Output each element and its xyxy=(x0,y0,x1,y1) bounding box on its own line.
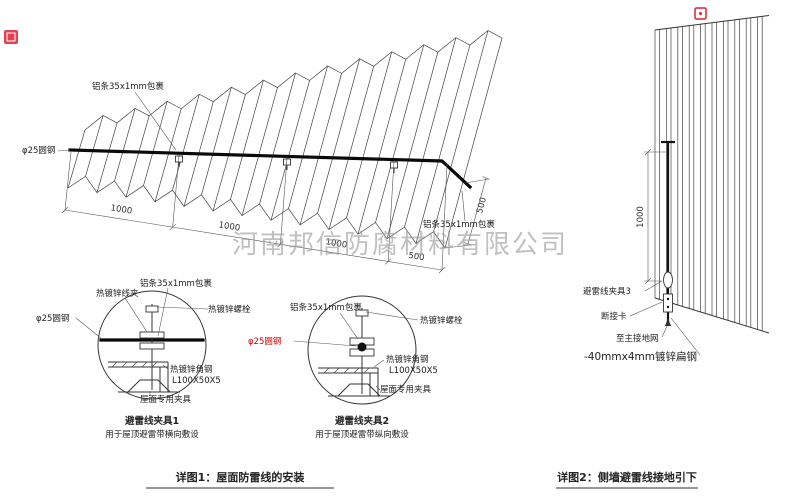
d2-subtitle: 用于屋顶避雷带纵向敷设 xyxy=(315,429,409,440)
d2-fixture-label: 屋面专用夹具 xyxy=(380,384,432,395)
dim-label-1000-c: 1000 xyxy=(325,237,348,250)
d1-angle-steel-label: 热镀锌角钢 xyxy=(170,364,213,375)
d2-round-steel-label: φ25圆钢 xyxy=(248,336,281,347)
d1-subtitle: 用于屋顶避雷带横向敷设 xyxy=(105,429,199,440)
roof-view: 1000 1000 1000 500 500 铝条35x1mm包裹 φ25圆钢 … xyxy=(22,30,503,274)
seal-stamp-icon xyxy=(694,7,707,20)
corrugated-wall xyxy=(654,15,770,334)
d2-angle-steel-label: 热镀锌角钢 xyxy=(386,354,429,365)
caption-detail1: 详图1：屋面防雷线的安装 xyxy=(146,470,334,489)
wall-view: 1000 避雷线夹具3 断接卡 至主接地网 -40mmx4mm镀锌扁钢 xyxy=(583,15,770,363)
lightning-wire xyxy=(68,148,473,190)
detail-circle-2: 铝条35x1mm包裹 热镀锌螺栓 φ25圆钢 热镀锌角钢 L100X50X5 屋… xyxy=(248,295,463,440)
d1-bolt-label: 热镀锌螺栓 xyxy=(208,304,251,315)
roof-alu-strip-label-bottom: 铝条35x1mm包裹 xyxy=(423,219,495,230)
roof-fixture-profile xyxy=(118,379,180,393)
d1-alu-strip-label: 铝条35x1mm包裹 xyxy=(140,278,212,289)
detail-circle-1: 热镀锌线夹 铝条35x1mm包裹 热镀锌螺栓 φ25圆钢 热镀锌角钢 L100X… xyxy=(36,278,251,440)
wire-cross-section xyxy=(357,342,367,352)
seal-stamp-icon xyxy=(4,30,18,44)
wall-flat-steel-label: -40mmx4mm镀锌扁钢 xyxy=(584,350,697,363)
wall-dim-label: 1000 xyxy=(636,206,646,228)
d1-title: 避雷线夹具1 xyxy=(125,415,179,427)
d2-title: 避雷线夹具2 xyxy=(335,415,389,427)
roof-round-steel-label: φ25圆钢 xyxy=(22,145,55,156)
wall-clamp3-label: 避雷线夹具3 xyxy=(583,286,631,297)
company-watermark: 河南邦信防腐材料有限公司 xyxy=(232,230,568,260)
dim-label-500-a: 500 xyxy=(408,251,426,263)
caption-detail2-text: 详图2：侧墙避雷线接地引下 xyxy=(557,470,697,484)
d2-alu-strip-label: 铝条35x1mm包裹 xyxy=(290,302,362,313)
clip-bottom-plate xyxy=(139,342,165,350)
wall-dimension: 1000 xyxy=(636,148,666,285)
disconnect-link xyxy=(663,293,673,313)
dim-label-1000-b: 1000 xyxy=(218,220,241,233)
wall-wire-clamp xyxy=(663,271,673,289)
angle-steel xyxy=(318,367,379,396)
dim-label-500-b: 500 xyxy=(475,196,489,214)
d1-round-steel-label: φ25圆钢 xyxy=(36,313,69,324)
d2-bolt-label: 热镀锌螺栓 xyxy=(420,315,463,326)
d1-wire-clip-label: 热镀锌线夹 xyxy=(96,288,139,299)
roof-dimension-right: 500 xyxy=(444,176,490,249)
clip-top-plate xyxy=(139,331,165,339)
roof-alu-strip-label-top: 铝条35x1mm包裹 xyxy=(92,81,164,92)
d1-angle-size-label: L100X50X5 xyxy=(172,376,221,386)
roof-dimension-chain: 1000 1000 1000 500 xyxy=(61,151,448,274)
caption-detail1-text: 详图1：屋面防雷线的安装 xyxy=(176,470,305,484)
ground-arrowhead xyxy=(665,318,671,326)
d1-fixture-label: 屋面专用夹具 xyxy=(140,394,192,405)
bolt-nut xyxy=(355,309,369,317)
caption-detail2: 详图2：侧墙避雷线接地引下 xyxy=(556,470,698,489)
bolt-nut xyxy=(145,305,159,313)
d2-angle-size-label: L100X50X5 xyxy=(389,366,438,376)
roof-fixture-profile xyxy=(328,383,390,397)
corrugated-roof-sheet xyxy=(67,30,503,249)
wall-to-ground-label: 至主接地网 xyxy=(616,333,659,344)
dim-label-1000-a: 1000 xyxy=(110,203,133,216)
angle-steel xyxy=(108,361,169,392)
wall-disconnect-label: 断接卡 xyxy=(601,311,627,322)
